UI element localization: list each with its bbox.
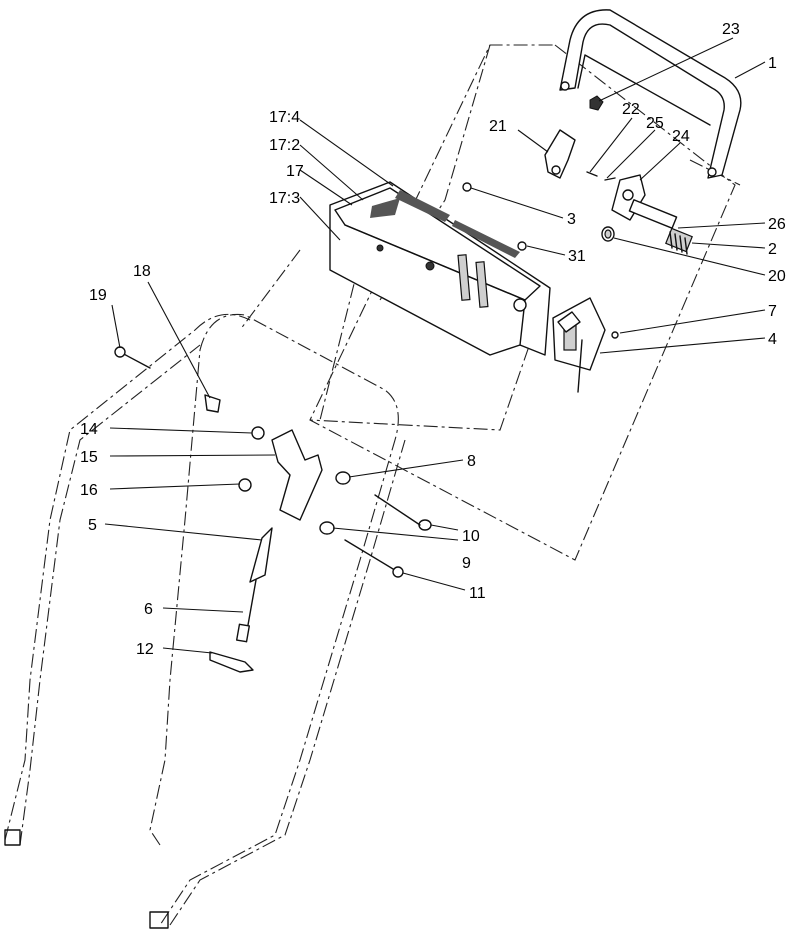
- hardware: [114, 182, 619, 578]
- callout-22: 22: [622, 101, 640, 118]
- callout-31: 31: [568, 248, 586, 265]
- callout-10: 10: [462, 528, 480, 545]
- callout-labels: 1 2 3 4 5 6 7 8 9 10 11 12 14 15 16 17 1…: [80, 21, 786, 658]
- callout-8: 8: [467, 453, 476, 470]
- callout-18: 18: [133, 263, 151, 280]
- callout-12: 12: [136, 641, 154, 658]
- control-housing: [329, 181, 551, 356]
- callout-17-3: 17:3: [269, 190, 300, 207]
- shift-bracket: [209, 429, 323, 673]
- callout-1: 1: [768, 55, 777, 72]
- callout-9: 9: [462, 555, 471, 572]
- throttle-lever: [552, 297, 606, 393]
- callout-11: 11: [469, 585, 486, 602]
- callout-7: 7: [768, 303, 777, 320]
- spring-icon: [665, 227, 693, 255]
- callout-17-4: 17:4: [269, 109, 300, 126]
- leader-lines: [104, 37, 766, 654]
- callout-26: 26: [768, 216, 786, 233]
- upper-handle-bail: [559, 9, 742, 179]
- callout-6: 6: [144, 601, 153, 618]
- bail-bracket: [544, 95, 693, 255]
- callout-17-2: 17:2: [269, 137, 300, 154]
- callout-17: 17: [286, 163, 304, 180]
- callout-14: 14: [80, 421, 98, 438]
- callout-24: 24: [672, 128, 690, 145]
- callout-2: 2: [768, 241, 777, 258]
- callout-15: 15: [80, 449, 98, 466]
- callout-21: 21: [489, 118, 507, 135]
- callout-4: 4: [768, 331, 777, 348]
- callout-20: 20: [768, 268, 786, 285]
- callout-25: 25: [646, 115, 664, 132]
- callout-5: 5: [88, 517, 97, 534]
- callout-19: 19: [89, 287, 107, 304]
- callout-23: 23: [722, 21, 740, 38]
- callout-3: 3: [567, 211, 576, 228]
- callout-16: 16: [80, 482, 98, 499]
- lower-handle: [4, 313, 406, 929]
